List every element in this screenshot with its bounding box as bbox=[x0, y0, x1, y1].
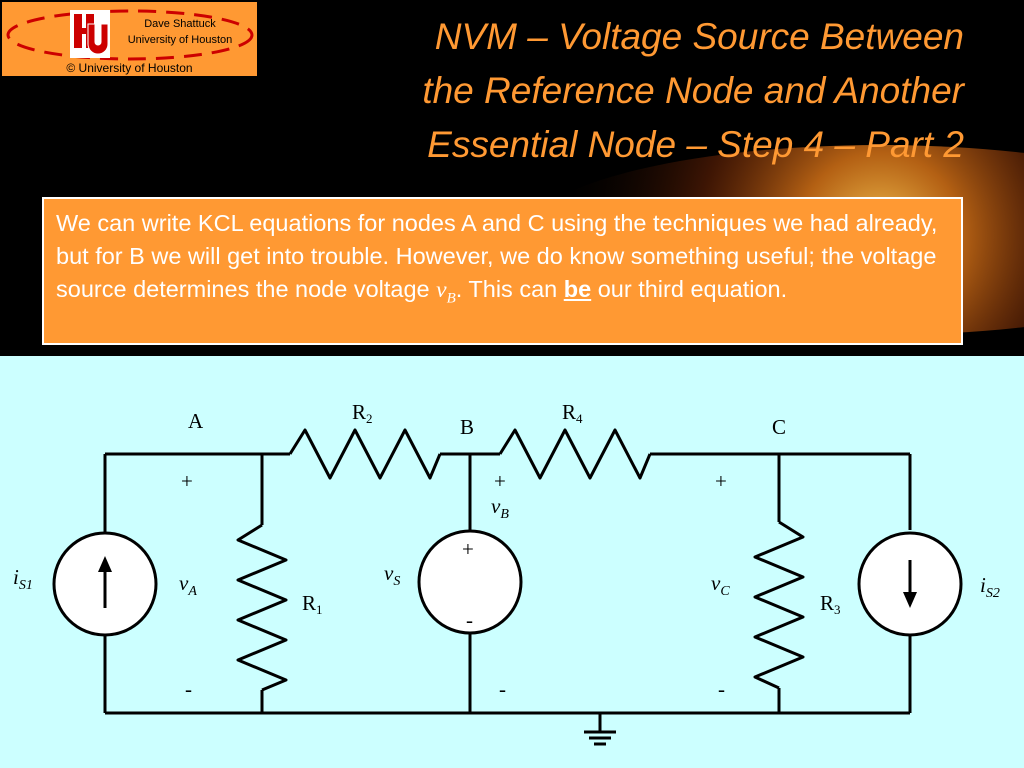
explanation-box: We can write KCL equations for nodes A a… bbox=[42, 197, 963, 345]
label-vc: vC bbox=[711, 571, 730, 599]
university-name: University of Houston bbox=[127, 34, 233, 46]
label-vb: vB bbox=[491, 494, 509, 522]
label-r4: R4 bbox=[562, 400, 583, 426]
label-r1: R1 bbox=[302, 591, 323, 617]
resistor-r2 bbox=[288, 428, 442, 480]
va-minus-sign: - bbox=[185, 677, 192, 701]
node-label-c: C bbox=[772, 415, 786, 439]
note-text-before: We can write KCL equations for nodes A a… bbox=[56, 210, 938, 302]
note-text-after: our third equation. bbox=[591, 275, 788, 302]
title-line-3: Essential Node – Step 4 – Part 2 bbox=[427, 124, 964, 166]
vs-minus-sign: - bbox=[466, 608, 473, 632]
logo-block: Dave Shattuck University of Houston © Un… bbox=[2, 2, 257, 76]
label-vs: vS bbox=[384, 561, 400, 589]
resistor-r4 bbox=[498, 428, 652, 480]
note-variable: vB bbox=[436, 276, 456, 307]
va-plus-sign: + bbox=[181, 469, 193, 493]
vs-plus-sign: + bbox=[462, 537, 474, 561]
note-text-middle: . This can bbox=[455, 275, 564, 302]
label-va: vA bbox=[179, 571, 197, 599]
node-label-b: B bbox=[460, 415, 474, 439]
resistor-r3 bbox=[753, 520, 805, 690]
voltage-source-vs bbox=[417, 529, 523, 635]
author-name: Dave Shattuck bbox=[144, 18, 216, 30]
university-logo bbox=[6, 9, 254, 61]
vc-minus-sign: - bbox=[718, 677, 725, 701]
title-line-2: the Reference Node and Another bbox=[422, 70, 964, 112]
vc-plus-sign: + bbox=[715, 469, 727, 493]
label-r2: R2 bbox=[352, 400, 373, 426]
arrowhead-down-icon bbox=[903, 592, 917, 608]
arrowhead-up-icon bbox=[98, 556, 112, 572]
vb-plus-sign: + bbox=[494, 469, 506, 493]
label-r3: R3 bbox=[820, 591, 841, 617]
copyright-text: © University of Houston bbox=[66, 61, 193, 75]
note-emphasis: be bbox=[563, 275, 592, 302]
resistor-r1 bbox=[236, 523, 288, 692]
slide-title: NVM – Voltage Source Between the Referen… bbox=[270, 10, 964, 172]
vb-minus-sign: - bbox=[499, 677, 506, 701]
ground-icon bbox=[584, 713, 616, 746]
label-is1: iS1 bbox=[13, 565, 33, 593]
circuit-diagram: A B C R2 R4 R1 R3 iS1 iS2 vS + - + vA - … bbox=[13, 400, 1000, 746]
title-line-1: NVM – Voltage Source Between bbox=[434, 16, 964, 57]
label-is2: iS2 bbox=[980, 573, 1000, 601]
node-label-a: A bbox=[188, 409, 204, 433]
